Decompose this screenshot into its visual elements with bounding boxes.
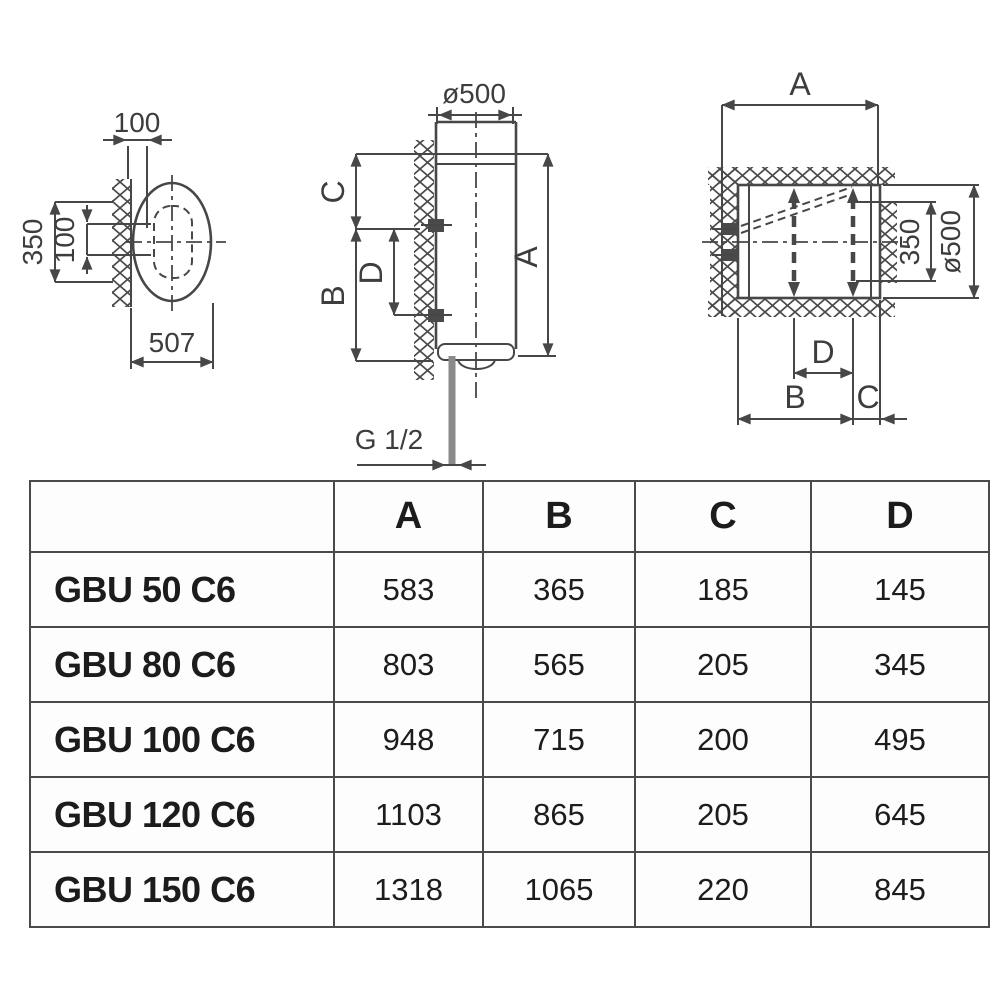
wall-hatch-top: [708, 167, 895, 185]
table-row: GBU 120 C6 1103 865 205 645: [29, 776, 990, 853]
value-a: 583: [333, 551, 484, 628]
dim-label-hole-pitch: 100: [49, 217, 80, 264]
table-row: GBU 80 C6 803 565 205 345: [29, 626, 990, 703]
header-col-d: D: [810, 480, 990, 553]
side-view-drawing: ø500 C B D A G 1/2: [315, 78, 556, 471]
value-a: 803: [333, 626, 484, 703]
dimension-table: A B C D GBU 50 C6 583 365 185 145 GBU 80…: [29, 480, 990, 928]
dim-label-offset-top: 100: [114, 107, 161, 138]
value-d: 145: [810, 551, 990, 628]
model-name: GBU 80 C6: [29, 626, 335, 703]
wall-hatch-bottom: [708, 298, 895, 317]
dim-label-hole-span: 350: [17, 219, 48, 266]
value-d: 645: [810, 776, 990, 853]
dim-label-c: C: [856, 379, 879, 415]
flange-dashed-outline: [153, 205, 193, 279]
dim-label-diameter: ø500: [935, 210, 966, 274]
wall-hatch: [414, 140, 434, 380]
dim-label-connection: G 1/2: [355, 424, 423, 455]
header-model-blank: [29, 480, 335, 553]
dim-label-d: D: [353, 261, 389, 284]
dim-label-b: B: [784, 379, 805, 415]
dim-label-b: B: [315, 285, 351, 306]
model-name: GBU 100 C6: [29, 701, 335, 778]
mounting-strap-left: [788, 188, 800, 297]
table-row: GBU 150 C6 1318 1065 220 845: [29, 851, 990, 928]
dim-label-c: C: [315, 180, 351, 203]
value-b: 715: [482, 701, 636, 778]
dim-label-d: D: [811, 334, 834, 370]
dim-label-depth: 507: [149, 327, 196, 358]
model-name: GBU 120 C6: [29, 776, 335, 853]
table-row: GBU 50 C6 583 365 185 145: [29, 551, 990, 628]
value-a: 1103: [333, 776, 484, 853]
mounting-strap-right: [847, 188, 859, 297]
tank-bottom-skirt: [457, 359, 496, 370]
top-view-drawing: A 350 ø500 D B C: [702, 66, 980, 425]
value-c: 205: [634, 776, 812, 853]
dim-label-spacing: 350: [894, 219, 925, 266]
front-view-drawing: 100 350 100 507: [17, 107, 226, 369]
value-b: 565: [482, 626, 636, 703]
model-name: GBU 50 C6: [29, 551, 335, 628]
technical-drawings: 100 350 100 507: [17, 66, 980, 471]
value-c: 200: [634, 701, 812, 778]
header-col-b: B: [482, 480, 636, 553]
value-c: 220: [634, 851, 812, 928]
header-col-c: C: [634, 480, 812, 553]
header-col-a: A: [333, 480, 484, 553]
value-b: 365: [482, 551, 636, 628]
value-a: 1318: [333, 851, 484, 928]
value-d: 495: [810, 701, 990, 778]
value-c: 185: [634, 551, 812, 628]
value-d: 845: [810, 851, 990, 928]
wall-hatch: [112, 179, 131, 307]
table-row: GBU 100 C6 948 715 200 495: [29, 701, 990, 778]
wall-hatch-right: [881, 203, 897, 283]
dim-label-diameter: ø500: [442, 78, 506, 109]
model-name: GBU 150 C6: [29, 851, 335, 928]
value-c: 205: [634, 626, 812, 703]
value-a: 948: [333, 701, 484, 778]
value-d: 345: [810, 626, 990, 703]
dim-label-a: A: [508, 246, 544, 268]
value-b: 865: [482, 776, 636, 853]
dim-label-a: A: [789, 66, 811, 102]
value-b: 1065: [482, 851, 636, 928]
table-header-row: A B C D: [29, 480, 990, 553]
